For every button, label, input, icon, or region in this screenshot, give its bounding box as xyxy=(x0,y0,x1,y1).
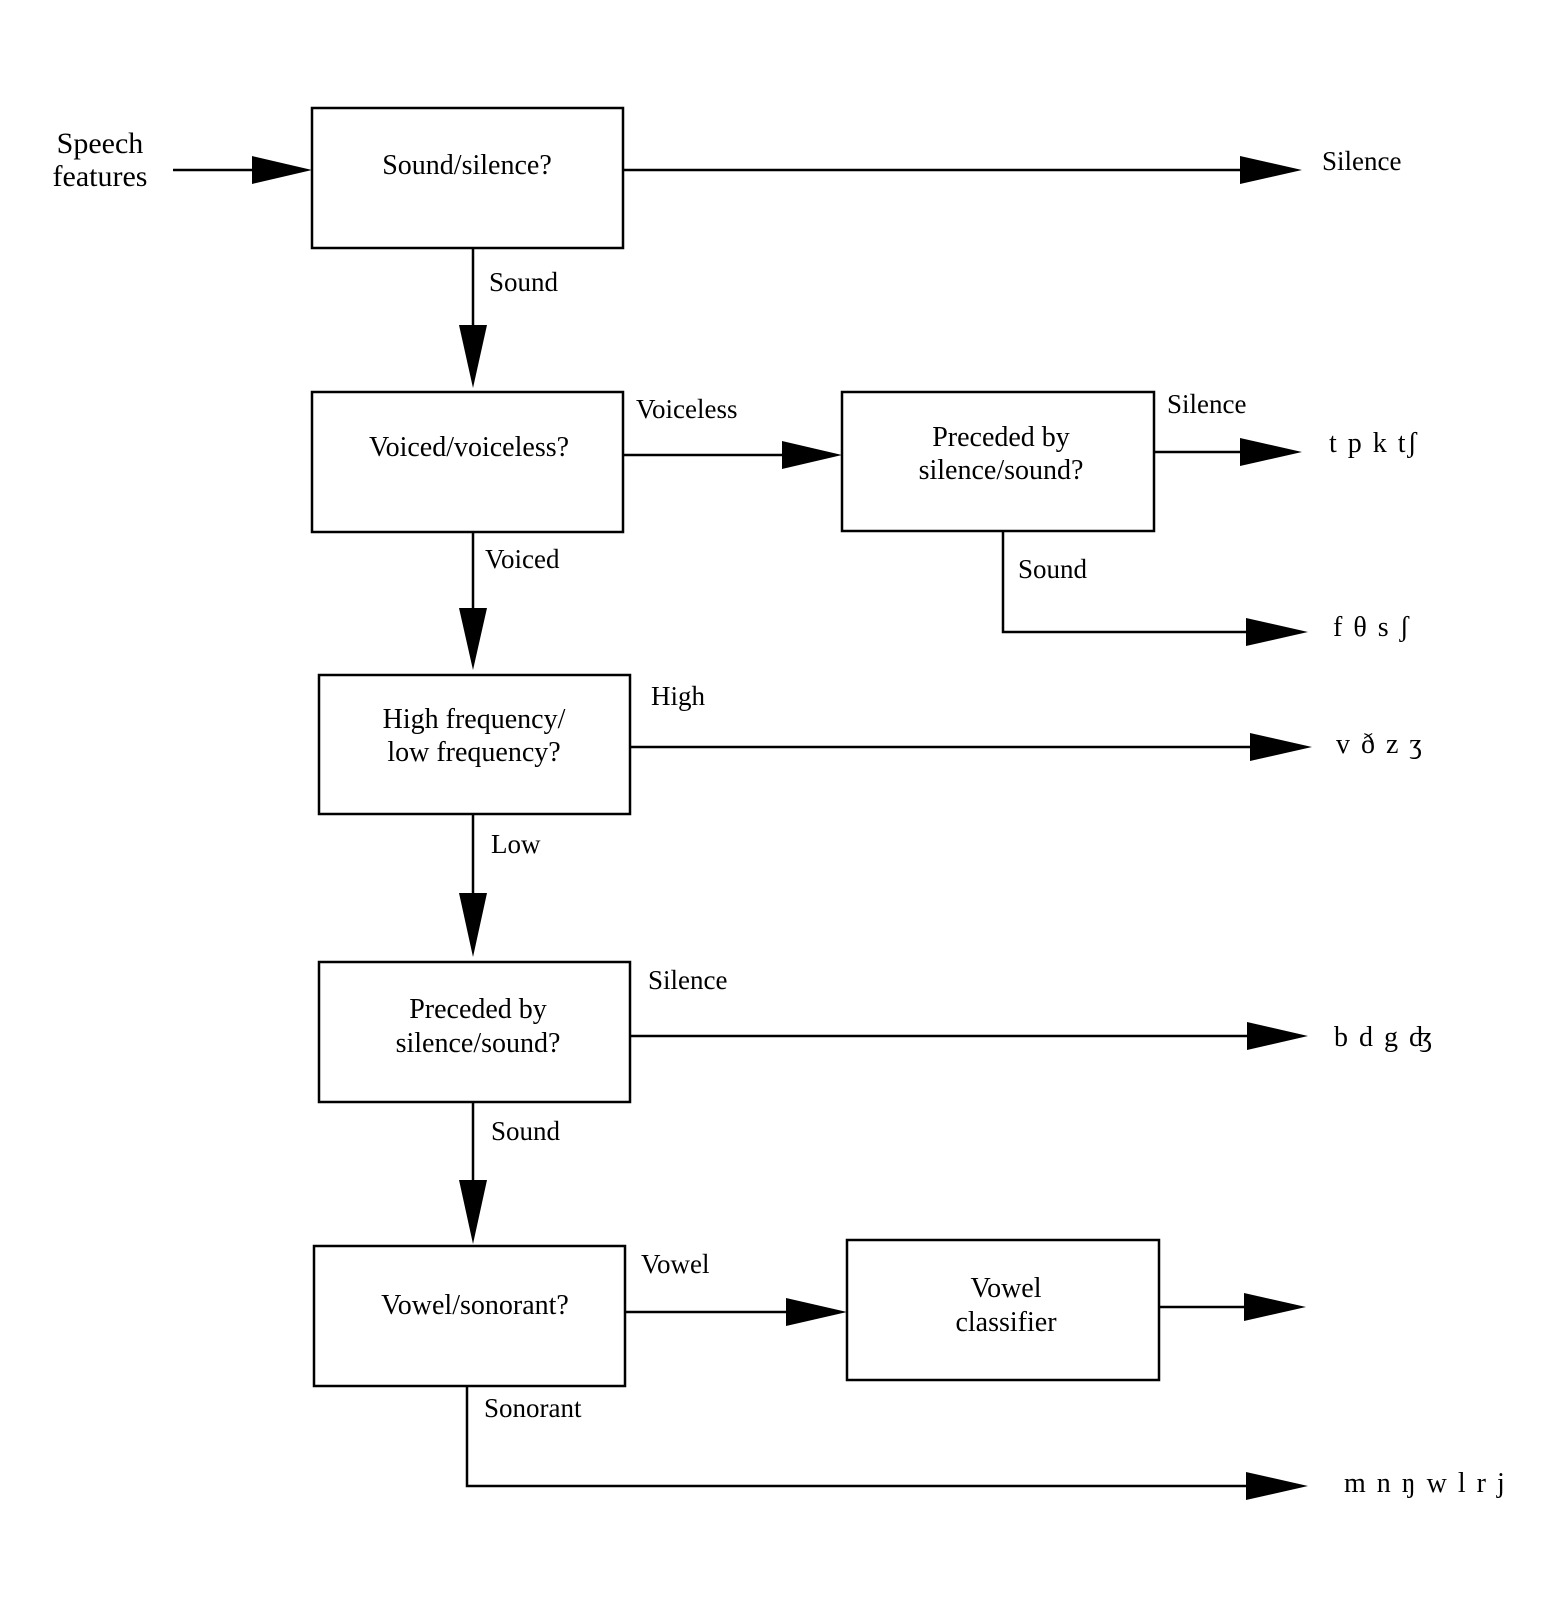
edge-label-silence-preceded-top: Silence xyxy=(1167,389,1246,419)
edge-label-sonorant: Sonorant xyxy=(484,1393,582,1423)
preceded-by-top-box xyxy=(840,390,1156,533)
input-arrowhead xyxy=(252,156,312,184)
silence-output-arrowhead xyxy=(1240,156,1302,184)
sound-down-arrowhead-1 xyxy=(459,325,487,388)
high-low-frequency-box-line-1: High frequency/ xyxy=(383,704,566,735)
preceded-by-bottom-box xyxy=(317,960,632,1104)
preceded-by-top-box-line-2: silence/sound? xyxy=(919,455,1084,486)
low-down-arrowhead xyxy=(459,893,487,957)
input-label-line-2: features xyxy=(53,160,148,193)
vowel-sonorant-box-label: Vowel/sonorant? xyxy=(381,1290,569,1321)
vowel-classifier-box-line-1: Vowel xyxy=(970,1273,1041,1304)
vowel-sonorant-box xyxy=(312,1244,627,1388)
voiced-stops-arrowhead xyxy=(1247,1022,1308,1050)
vowel-classifier-box-line-2: classifier xyxy=(955,1307,1057,1338)
output-voiced-stops: b d g ʤ xyxy=(1334,1022,1435,1053)
sound-silence-box xyxy=(310,106,625,250)
edge-label-low: Low xyxy=(491,829,541,859)
edge-label-vowel: Vowel xyxy=(641,1249,710,1279)
voiced-voiceless-box-label: Voiced/voiceless? xyxy=(369,432,569,463)
sound-silence-box-label: Sound/silence? xyxy=(382,150,552,181)
edge-label-silence-top: Silence xyxy=(1322,146,1401,176)
preceded-by-bottom-box-line-1: Preceded by xyxy=(409,994,547,1025)
output-unvoiced-fricatives: f θ s ʃ xyxy=(1333,612,1411,643)
edge-label-sound-1: Sound xyxy=(489,267,559,297)
voiced-fricatives-arrowhead xyxy=(1250,733,1312,761)
preceded-by-top-box-line-1: Preceded by xyxy=(932,422,1070,453)
voiceless-arrowhead xyxy=(782,441,842,469)
high-low-frequency-box-line-2: low frequency? xyxy=(387,737,560,768)
edge-label-high: High xyxy=(651,681,706,711)
edge-label-voiceless: Voiceless xyxy=(636,394,738,424)
output-sonorants: m n ŋ w l r j xyxy=(1344,1468,1507,1499)
output-voiced-fricatives: v ð z ʒ xyxy=(1336,729,1424,760)
unvoiced-fricatives-arrowhead xyxy=(1246,618,1308,646)
vowel-arrowhead xyxy=(786,1298,847,1326)
input-label-line-1: Speech xyxy=(57,127,144,160)
sound-down-arrowhead-2 xyxy=(459,1180,487,1244)
unvoiced-stops-arrowhead xyxy=(1240,438,1302,466)
output-unvoiced-stops: t p k tʃ xyxy=(1329,428,1419,459)
vowel-classifier-output-arrowhead xyxy=(1244,1293,1306,1321)
high-low-frequency-box xyxy=(317,673,632,816)
edge-label-sound-2: Sound xyxy=(491,1116,561,1146)
unvoiced-fricatives-arrow-line xyxy=(1001,531,1246,634)
sonorants-arrow-line xyxy=(465,1386,1246,1488)
vowel-classifier-box xyxy=(845,1238,1161,1382)
voiced-down-arrowhead xyxy=(459,608,487,670)
sonorants-arrowhead xyxy=(1246,1472,1308,1500)
preceded-by-bottom-box-line-2: silence/sound? xyxy=(396,1028,561,1059)
edge-label-voiced: Voiced xyxy=(485,544,560,574)
edge-label-sound-preceded-top: Sound xyxy=(1018,554,1088,584)
edge-label-silence-preceded-bottom: Silence xyxy=(648,965,727,995)
voiced-voiceless-box xyxy=(310,390,625,534)
